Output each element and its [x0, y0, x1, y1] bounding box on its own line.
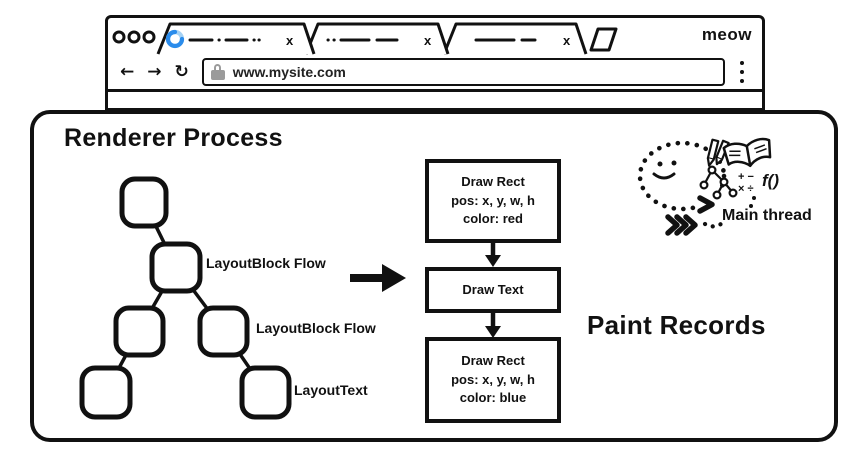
brand-label: meow	[701, 25, 752, 44]
tab-close-icon[interactable]: x	[424, 33, 432, 48]
back-button[interactable]: ←	[120, 61, 135, 82]
paint-record-box: Draw Rect pos: x, y, w, h color: blue	[425, 337, 561, 423]
reload-button[interactable]: ↻	[174, 61, 189, 82]
smiley-face-icon	[652, 160, 677, 180]
menu-icon[interactable]	[739, 60, 744, 84]
record-line: Draw Rect	[461, 353, 525, 369]
paint-records-heading: Paint Records	[587, 310, 766, 340]
layout-tree-node	[79, 365, 133, 420]
layout-tree-node	[113, 305, 166, 358]
renderer-process-panel: Renderer Process LayoutBlock Flow Layout…	[30, 110, 838, 442]
flow-arrow-icon	[485, 313, 501, 338]
layout-tree-label: LayoutBlock Flow	[256, 320, 376, 336]
paint-record-box: Draw Text	[425, 267, 561, 313]
dom-tree-icon	[699, 165, 738, 200]
window-button-icon[interactable]	[127, 30, 141, 44]
record-line: color: red	[463, 211, 523, 227]
paint-record-box: Draw Rect pos: x, y, w, h color: red	[425, 159, 561, 243]
layout-tree-diagram	[79, 176, 292, 420]
main-thread-label: Main thread	[722, 207, 812, 224]
tree-edges	[104, 201, 268, 393]
panel-title: Renderer Process	[64, 124, 283, 152]
function-symbol: f()	[762, 171, 779, 190]
layout-tree-node-root	[119, 176, 169, 229]
transform-arrow-icon	[350, 264, 406, 292]
address-bar[interactable]: www.mysite.com	[201, 58, 725, 86]
tab-close-icon[interactable]: x	[286, 33, 294, 48]
window-control-buttons[interactable]	[112, 30, 156, 44]
dot	[752, 196, 756, 200]
main-thread-doodle: + − × ÷ f()	[637, 137, 779, 236]
tab-3[interactable]: x	[442, 22, 588, 55]
window-button-icon[interactable]	[112, 30, 126, 44]
tab-2[interactable]: x	[304, 22, 450, 55]
layout-tree-node	[197, 305, 250, 358]
chevron-arrow-icon	[665, 195, 715, 236]
book-icon	[722, 137, 772, 168]
record-line: color: blue	[459, 390, 527, 406]
layout-tree-label: LayoutText	[294, 382, 368, 398]
math-symbols: + −	[738, 171, 754, 183]
browser-window: x x	[105, 15, 765, 111]
dot	[749, 204, 753, 208]
tab-strip: x x	[112, 22, 618, 55]
tab-close-icon[interactable]: x	[563, 33, 571, 48]
dotted-loop	[637, 140, 727, 212]
record-line: Draw Text	[462, 281, 524, 297]
forward-button[interactable]: →	[147, 61, 162, 82]
layout-tree-node	[239, 365, 292, 420]
layout-tree-node	[149, 241, 203, 294]
record-line: pos: x, y, w, h	[451, 192, 535, 208]
layout-tree-label: LayoutBlock Flow	[206, 255, 326, 271]
record-line: pos: x, y, w, h	[451, 371, 535, 387]
flow-arrow-icon	[485, 242, 501, 267]
loading-spinner-icon	[165, 29, 185, 49]
new-tab-button[interactable]	[589, 27, 618, 52]
toolbar: ← → ↻ www.mysite.com	[108, 55, 762, 92]
tab-1[interactable]: x	[156, 22, 316, 55]
lock-icon	[210, 64, 225, 80]
dotted-trail	[702, 218, 728, 229]
math-symbols: × ÷	[738, 183, 754, 195]
window-button-icon[interactable]	[142, 30, 156, 44]
url-text[interactable]: www.mysite.com	[232, 64, 346, 80]
record-line: Draw Rect	[461, 174, 525, 190]
